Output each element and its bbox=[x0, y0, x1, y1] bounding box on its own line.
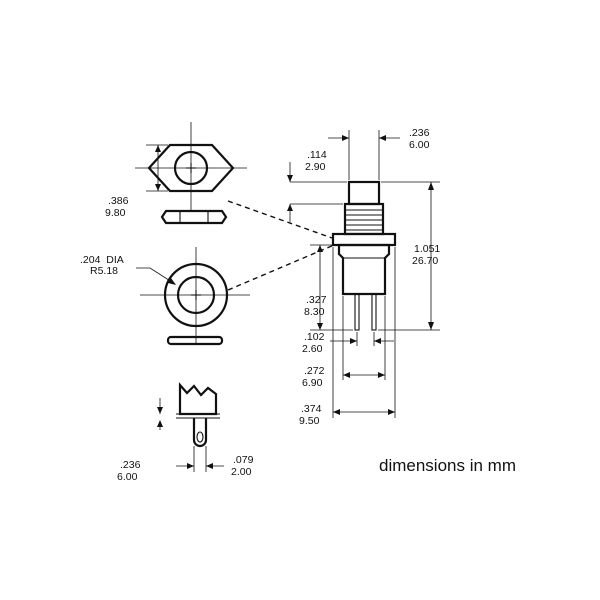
terminal-width-mm: 6.00 bbox=[117, 471, 138, 483]
total-height-mm: 26.70 bbox=[412, 255, 438, 267]
switch-flange bbox=[331, 232, 397, 247]
terminal-detail-view bbox=[157, 382, 224, 472]
terminal-hole-mm: 2.00 bbox=[231, 466, 252, 478]
washer-side-view bbox=[166, 335, 224, 346]
nut-width-inch: .386 bbox=[108, 195, 129, 207]
push-switch-side-view bbox=[331, 180, 397, 331]
units-note: dimensions in mm bbox=[379, 456, 516, 475]
hex-nut-top-view bbox=[135, 122, 247, 212]
body-width-mm: 6.90 bbox=[302, 377, 323, 389]
washer-dia-mm: R5.18 bbox=[90, 265, 118, 277]
total-height-inch: 1.051 bbox=[414, 243, 440, 255]
hex-nut-side-view bbox=[160, 209, 228, 225]
flange-width-mm: 9.50 bbox=[299, 415, 320, 427]
flange-width-inch: .374 bbox=[301, 403, 322, 415]
button-dia-mm: 6.00 bbox=[409, 139, 430, 151]
button-height-inch: .114 bbox=[307, 149, 327, 161]
terminal-spacing-mm: 2.60 bbox=[302, 343, 323, 355]
terminal-hole bbox=[196, 431, 204, 443]
switch-terminal-right bbox=[371, 293, 377, 331]
switch-terminal-left bbox=[354, 293, 360, 331]
terminal-length-mm: 8.30 bbox=[304, 306, 325, 318]
nut-width-mm: 9.80 bbox=[105, 207, 126, 219]
button-height-mm: 2.90 bbox=[305, 161, 326, 173]
terminal-length-inch: .327 bbox=[306, 294, 327, 306]
switch-body bbox=[337, 243, 391, 296]
button-dia-inch: .236 bbox=[409, 127, 430, 139]
assembly-line-nut bbox=[227, 200, 333, 239]
assembly-line-washer bbox=[227, 244, 335, 291]
terminal-hole-inch: .079 bbox=[233, 454, 254, 466]
body-width-inch: .272 bbox=[304, 365, 325, 377]
switch-button bbox=[347, 180, 381, 206]
terminal-width-inch: .236 bbox=[120, 459, 141, 471]
washer-top-view bbox=[136, 247, 250, 344]
washer-dia-inch: .204 DIA bbox=[80, 254, 124, 266]
terminal-spacing-inch: .102 bbox=[304, 331, 325, 343]
